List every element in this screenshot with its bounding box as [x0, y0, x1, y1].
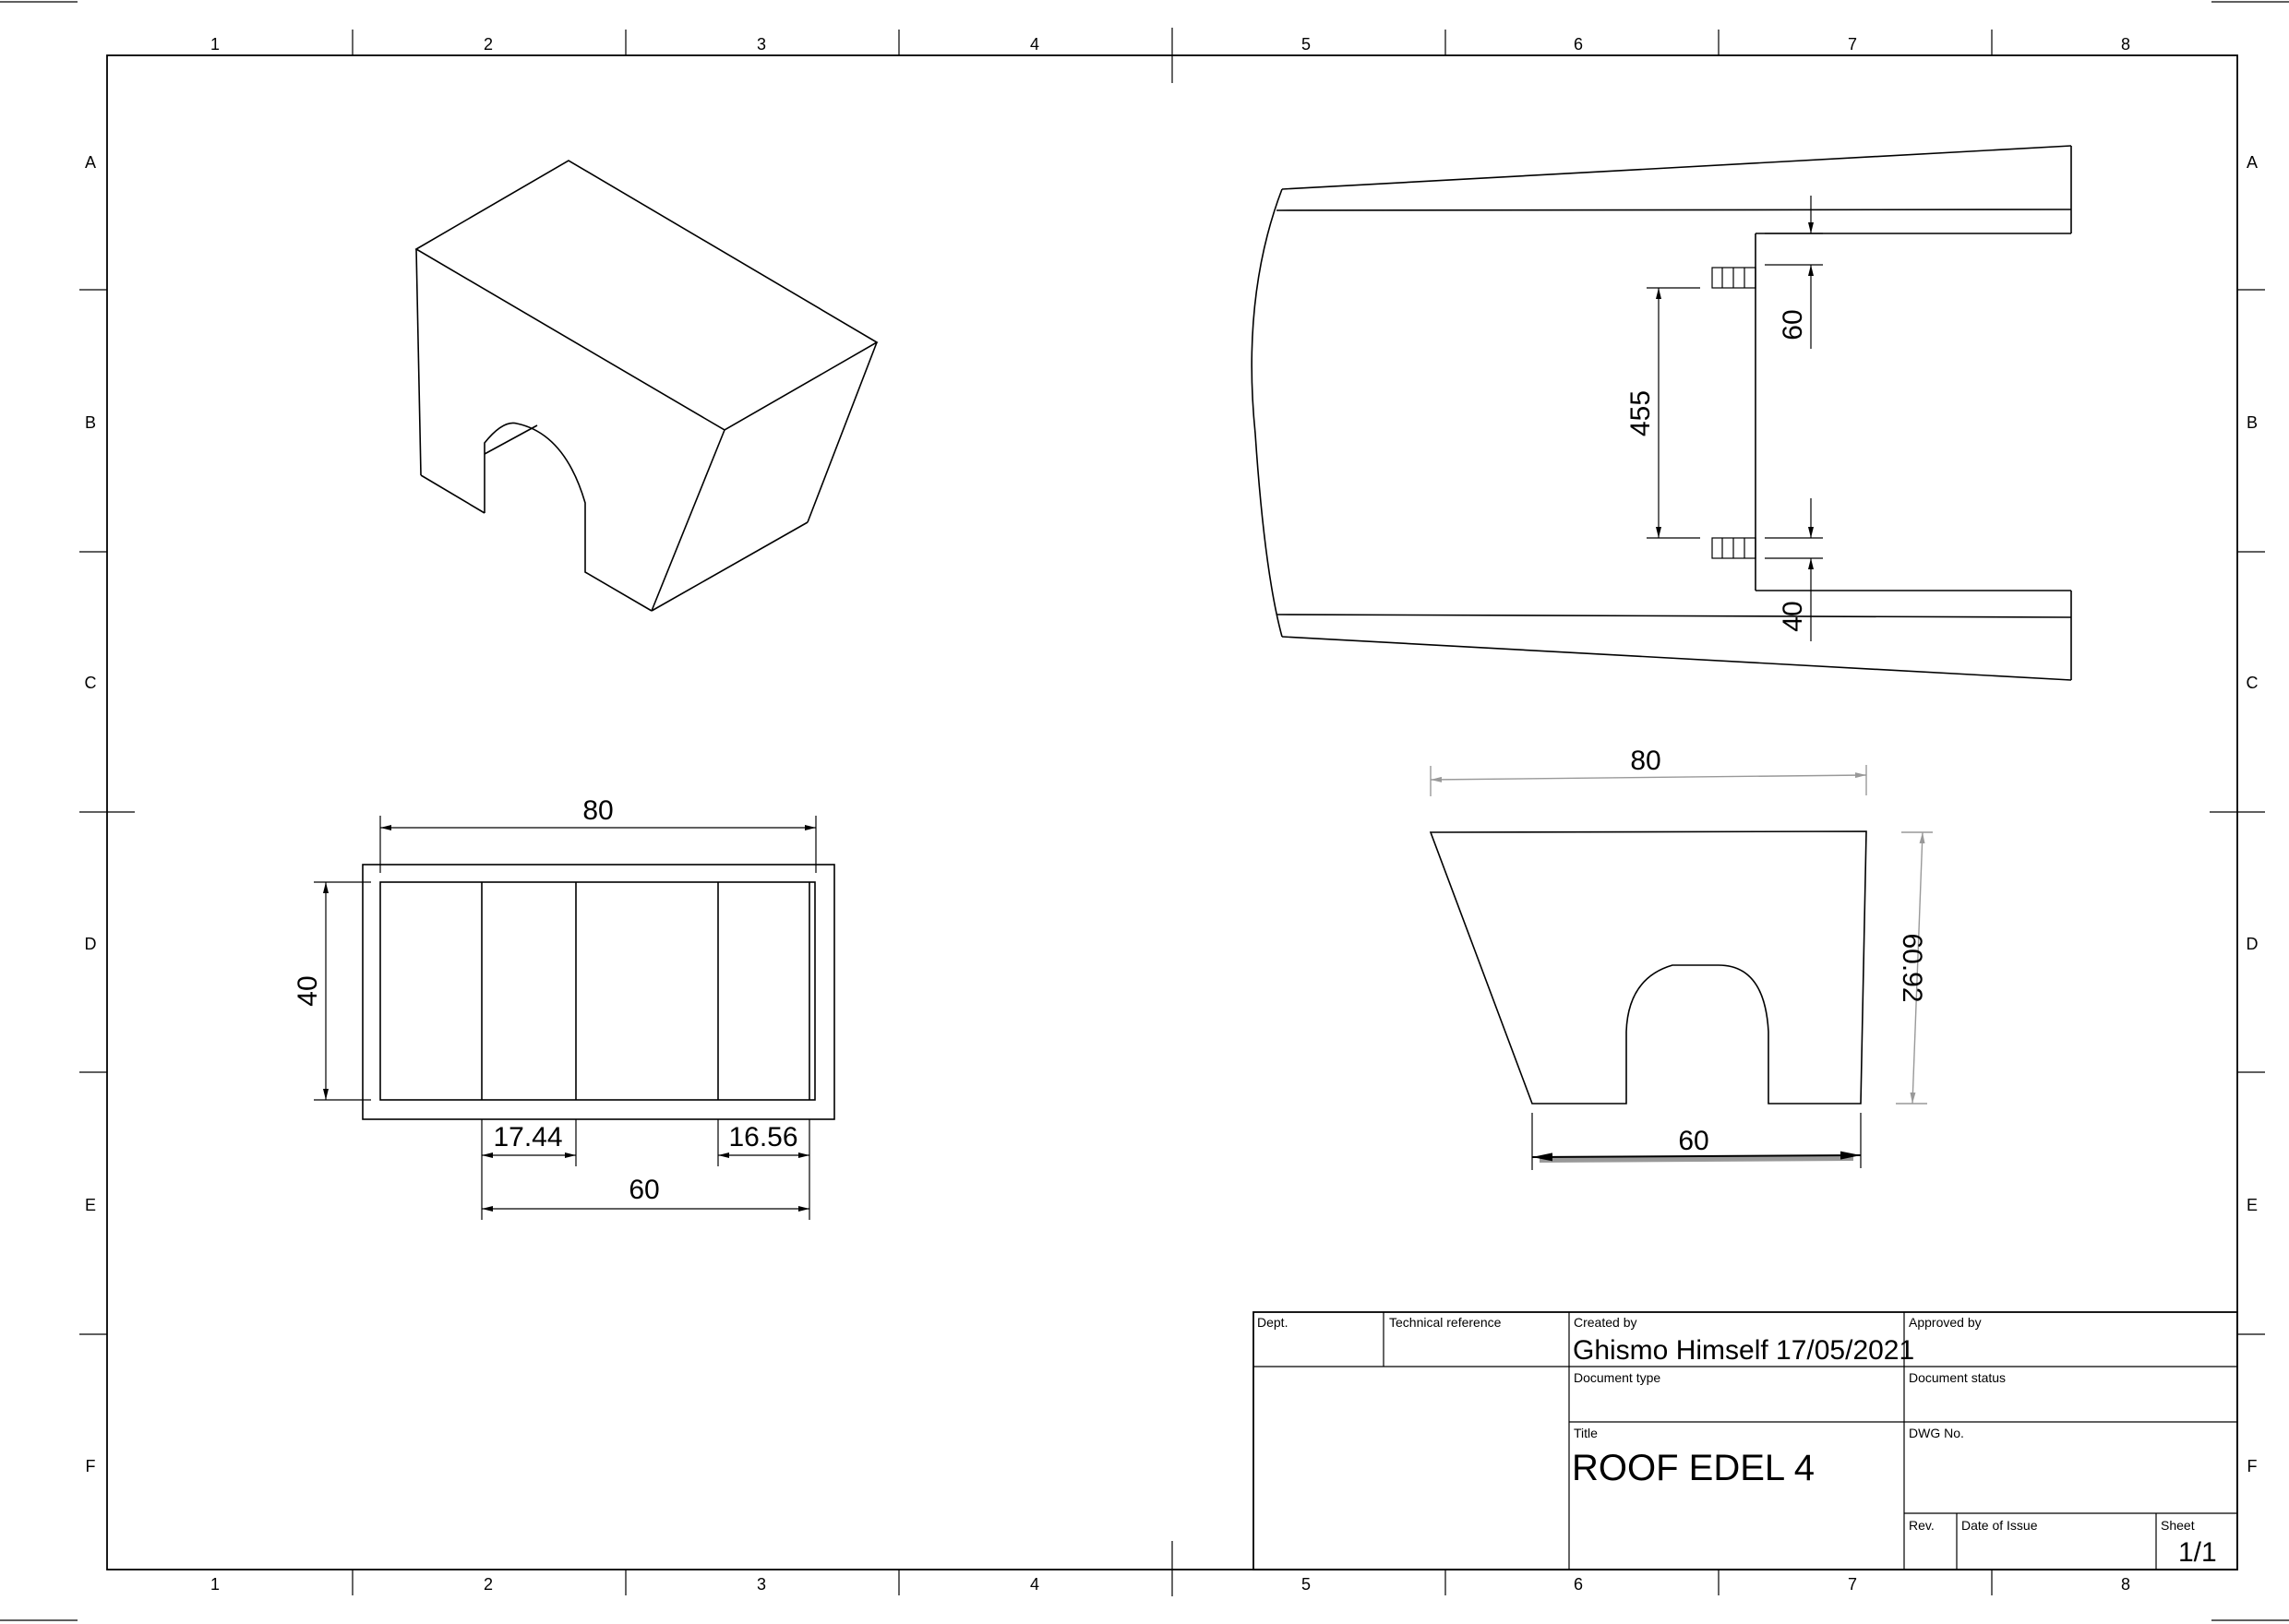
zone-col-1-bottom: 1 [210, 1575, 220, 1594]
title-label: Title [1574, 1426, 1598, 1440]
zone-row-b-right: B [2247, 413, 2258, 432]
dim-top-60: 60 [1778, 309, 1808, 340]
created-by-label: Created by [1574, 1315, 1636, 1330]
isometric-view [414, 160, 879, 612]
dwg-no-label: DWG No. [1909, 1426, 1964, 1440]
dim-front-80: 80 [582, 795, 613, 826]
zone-col-3: 3 [757, 35, 766, 54]
zone-row-f: F [86, 1457, 96, 1475]
document-status-label: Document status [1909, 1370, 2006, 1385]
front-view: 80 40 17.44 16.56 60 [293, 795, 835, 1220]
column-labels-top: 1 2 3 4 5 6 7 8 [210, 35, 2130, 54]
technical-reference-label: Technical reference [1389, 1315, 1502, 1330]
dim-side-60: 60 [1678, 1126, 1708, 1156]
column-ticks [352, 28, 1993, 1596]
dim-front-16-56: 16.56 [728, 1122, 797, 1152]
zone-row-a: A [85, 153, 96, 172]
sheet-label: Sheet [2161, 1518, 2195, 1533]
zone-col-5-bottom: 5 [1301, 1575, 1311, 1594]
dim-front-60: 60 [629, 1175, 659, 1205]
row-ticks [79, 289, 2265, 1335]
approved-by-label: Approved by [1909, 1315, 1982, 1330]
zone-col-6: 6 [1574, 35, 1583, 54]
rev-label: Rev. [1909, 1518, 1935, 1533]
column-labels-bottom: 1 2 3 4 5 6 7 8 [210, 1575, 2130, 1594]
dim-top-455: 455 [1625, 390, 1656, 436]
zone-col-7-bottom: 7 [1848, 1575, 1857, 1594]
zone-col-6-bottom: 6 [1574, 1575, 1583, 1594]
dim-side-80: 80 [1630, 746, 1660, 776]
zone-row-c-right: C [2247, 674, 2259, 692]
zone-col-4-bottom: 4 [1030, 1575, 1039, 1594]
title-block: Dept. Technical reference Created by Ghi… [1252, 1311, 2238, 1570]
zone-col-8-bottom: 8 [2121, 1575, 2130, 1594]
sheet-value: 1/1 [2178, 1537, 2217, 1568]
zone-col-1: 1 [210, 35, 220, 54]
zone-row-e-right: E [2247, 1196, 2258, 1214]
zone-col-5: 5 [1301, 35, 1311, 54]
zone-row-a-right: A [2247, 153, 2258, 172]
document-type-label: Document type [1574, 1370, 1660, 1385]
row-labels-left: A B C D E F [85, 153, 97, 1475]
dim-side-60-92: 60.92 [1897, 933, 1927, 1002]
zone-row-e: E [85, 1196, 96, 1214]
zone-col-7: 7 [1848, 35, 1857, 54]
zone-row-b: B [85, 413, 96, 432]
dim-front-17-44: 17.44 [493, 1122, 562, 1152]
zone-row-c: C [85, 674, 97, 692]
zone-col-2: 2 [484, 35, 493, 54]
zone-col-2-bottom: 2 [484, 1575, 493, 1594]
side-view: 80 60.92 60 [1429, 746, 1933, 1170]
zone-col-8: 8 [2121, 35, 2130, 54]
zone-row-d: D [85, 935, 97, 953]
dim-top-40: 40 [1778, 601, 1808, 631]
zone-col-4: 4 [1030, 35, 1039, 54]
zone-col-3-bottom: 3 [757, 1575, 766, 1594]
zone-row-d-right: D [2247, 935, 2259, 953]
zone-row-f-right: F [2247, 1457, 2258, 1475]
top-view: 455 60 40 [1251, 145, 2072, 681]
drawing-title: ROOF EDEL 4 [1572, 1448, 1815, 1488]
created-by-value: Ghismo Himself 17/05/2021 [1573, 1335, 1914, 1366]
dept-label: Dept. [1257, 1315, 1288, 1330]
date-of-issue-label: Date of Issue [1961, 1518, 2038, 1533]
dim-front-40: 40 [293, 975, 323, 1006]
row-labels-right: A B C D E F [2247, 153, 2259, 1475]
